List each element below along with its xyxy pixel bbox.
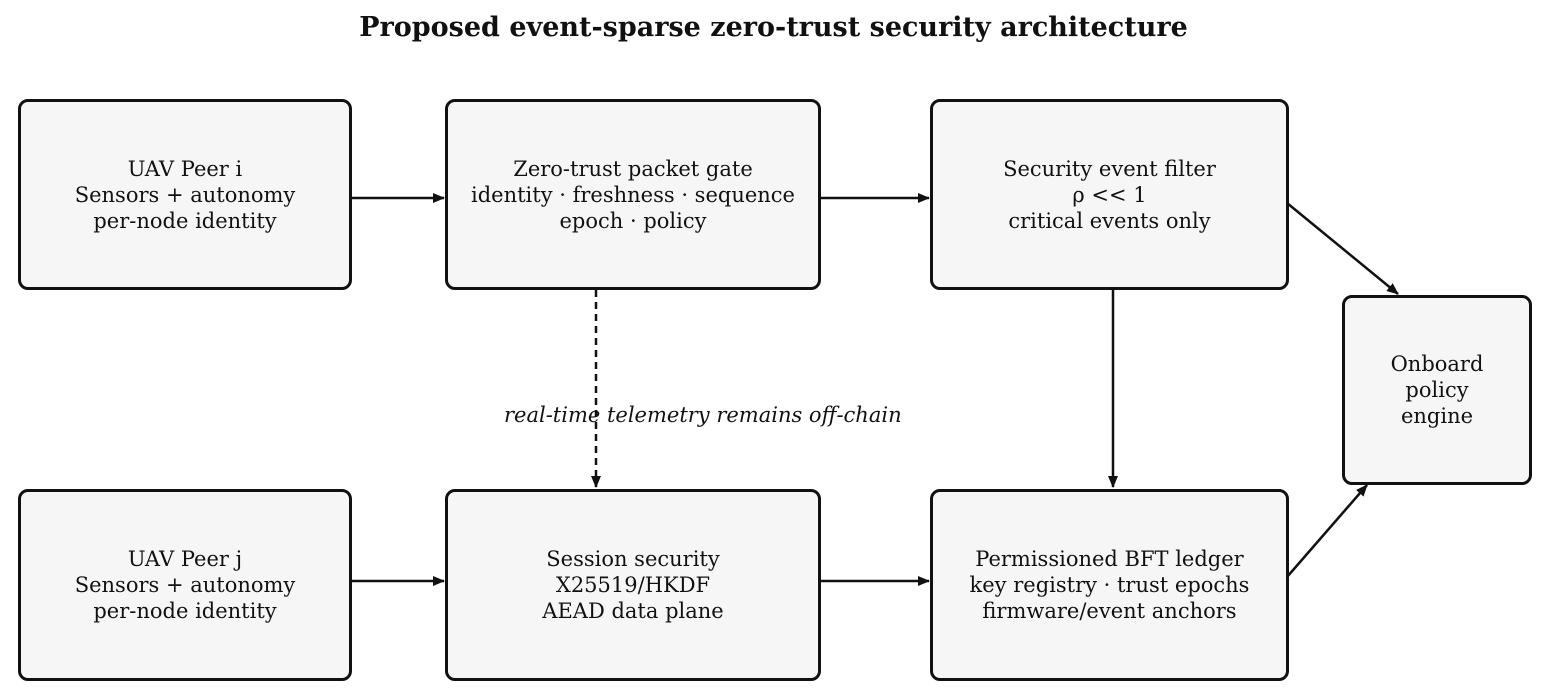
node-filter-line-2: ρ << 1 <box>1072 182 1147 207</box>
node-gate-line-2: identity · freshness · sequence <box>471 182 795 207</box>
node-uav-peer-j-line-3: per-node identity <box>93 599 277 623</box>
node-uav-peer-i-line-3: per-node identity <box>93 208 277 233</box>
node-permissioned-bft-ledger: Permissioned BFT ledger key registry · t… <box>930 489 1289 681</box>
node-uav-peer-i-line-1: UAV Peer i <box>127 156 243 181</box>
edge-filter-to-policy <box>1286 202 1399 295</box>
node-uav-peer-i-line-2: Sensors + autonomy <box>74 182 296 207</box>
node-filter-line-3: critical events only <box>1008 208 1211 233</box>
node-policy-line-2: policy <box>1405 378 1469 402</box>
node-uav-peer-j-line-2: Sensors + autonomy <box>74 573 296 597</box>
node-ledger-line-3: firmware/event anchors <box>982 599 1237 623</box>
node-ledger-line-2: key registry · trust epochs <box>969 573 1250 597</box>
node-session-line-3: AEAD data plane <box>542 599 724 623</box>
node-zero-trust-packet-gate: Zero-trust packet gate identity · freshn… <box>445 99 821 290</box>
node-uav-peer-j: UAV Peer j Sensors + autonomy per-node i… <box>18 489 352 681</box>
node-session-line-2: X25519/HKDF <box>555 573 711 597</box>
node-policy-line-3: engine <box>1400 404 1474 428</box>
node-onboard-policy-engine: Onboard policy engine <box>1342 295 1532 485</box>
diagram-title: Proposed event-sparse zero-trust securit… <box>359 12 1188 43</box>
node-gate-line-1: Zero-trust packet gate <box>513 156 753 181</box>
node-session-security: Session security X25519/HKDF AEAD data p… <box>445 489 821 681</box>
node-security-event-filter: Security event filter ρ << 1 critical ev… <box>930 99 1289 290</box>
node-uav-peer-i: UAV Peer i Sensors + autonomy per-node i… <box>18 99 352 290</box>
node-gate-line-3: epoch · policy <box>559 208 707 233</box>
edge-ledger-to-policy <box>1286 484 1368 578</box>
node-session-line-1: Session security <box>546 547 720 571</box>
node-policy-line-1: Onboard <box>1390 352 1484 376</box>
node-uav-peer-j-line-1: UAV Peer j <box>127 547 243 571</box>
node-filter-line-1: Security event filter <box>1003 156 1216 181</box>
edge-label-telemetry-off-chain: real-time telemetry remains off-chain <box>504 403 902 427</box>
node-ledger-line-1: Permissioned BFT ledger <box>975 547 1244 571</box>
